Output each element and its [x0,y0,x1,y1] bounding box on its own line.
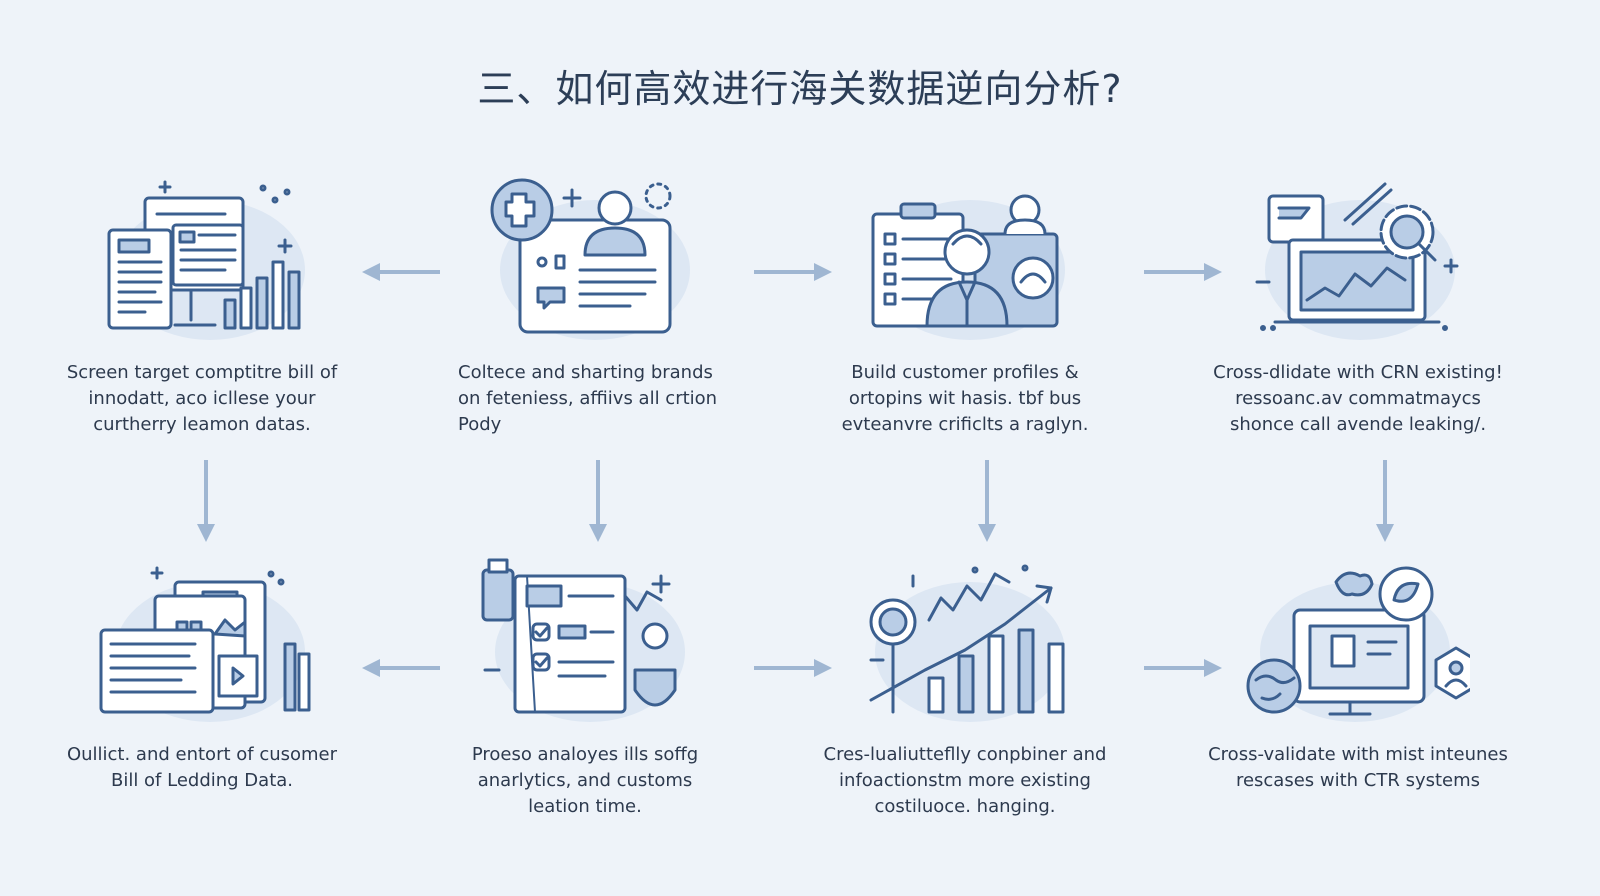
arrow-right-icon [1142,658,1222,678]
step-caption-3: Build customer profiles & ortopins wit h… [841,362,1089,435]
arrow-down-icon [1375,458,1395,542]
bill-of-lading-documents-icon [95,170,325,350]
step-caption-6: Proeso analoyes ills soffg anarlytics, a… [471,744,699,817]
step-caption-7: Cres-lualiutteflly conpbiner and infoact… [823,744,1107,817]
customer-profile-card-icon [480,170,710,350]
arrow-down-icon [977,458,997,542]
step-caption-4: Cross-dlidate with CRN existing! ressoan… [1213,362,1503,435]
step-caption-1: Screen target comptitre bill of innodatt… [66,362,338,435]
arrow-left-icon [362,658,442,678]
growth-chart-icon [855,552,1085,732]
analytics-checklist-icon [475,552,705,732]
step-caption-2: Coltece and sharting brands on feteniess… [458,362,718,435]
crm-validation-laptop-icon [1245,170,1475,350]
arrow-left-icon [362,262,442,282]
global-validation-monitor-icon [1240,552,1470,732]
arrow-down-icon [588,458,608,542]
step-caption-5: Oullict. and entort of cusomer Bill of L… [66,744,338,791]
business-profile-clipboard-icon [855,170,1085,350]
step-caption-8: Cross-validate with mist inteunes rescas… [1208,744,1508,791]
bill-data-documents-icon [95,552,325,732]
arrow-right-icon [752,262,832,282]
arrow-down-icon [196,458,216,542]
arrow-right-icon [1142,262,1222,282]
page-title: 三、如何高效进行海关数据逆向分析? [477,67,1123,111]
arrow-right-icon [752,658,832,678]
